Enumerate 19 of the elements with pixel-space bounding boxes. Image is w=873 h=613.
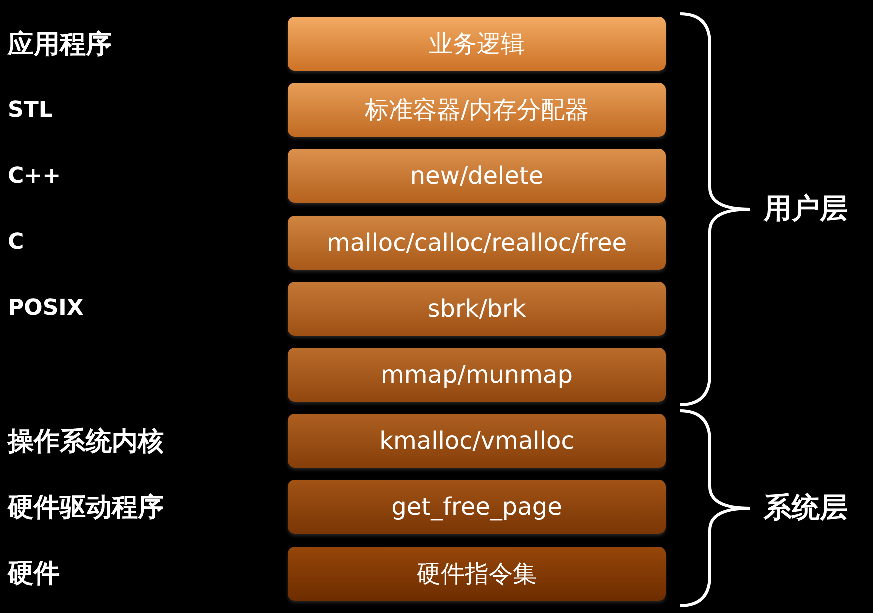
layer-label: 操作系统内核 bbox=[8, 426, 164, 459]
layer-box: 硬件指令集 bbox=[288, 546, 666, 601]
layer-label: 硬件 bbox=[8, 558, 60, 592]
group-label: 系统层 bbox=[764, 490, 848, 526]
layer-box: kmalloc/vmalloc bbox=[288, 414, 666, 468]
layer-box: 标准容器/内存分配器 bbox=[288, 83, 666, 138]
layer-box: get_free_page bbox=[288, 480, 666, 534]
layer-box: sbrk/brk bbox=[288, 282, 666, 336]
layer-box: mmap/munmap bbox=[288, 348, 666, 402]
layer-label: C++ bbox=[8, 164, 62, 189]
layer-label: STL bbox=[8, 98, 53, 123]
layer-label: POSIX bbox=[8, 296, 84, 322]
layer-box: new/delete bbox=[288, 149, 666, 204]
layer-box: 业务逻辑 bbox=[288, 17, 666, 71]
layer-label: 硬件驱动程序 bbox=[8, 492, 164, 525]
layer-box: malloc/calloc/realloc/free bbox=[288, 216, 666, 270]
layer-label: 应用程序 bbox=[8, 28, 112, 62]
group-label: 用户层 bbox=[764, 190, 848, 226]
layer-label: C bbox=[8, 230, 24, 256]
